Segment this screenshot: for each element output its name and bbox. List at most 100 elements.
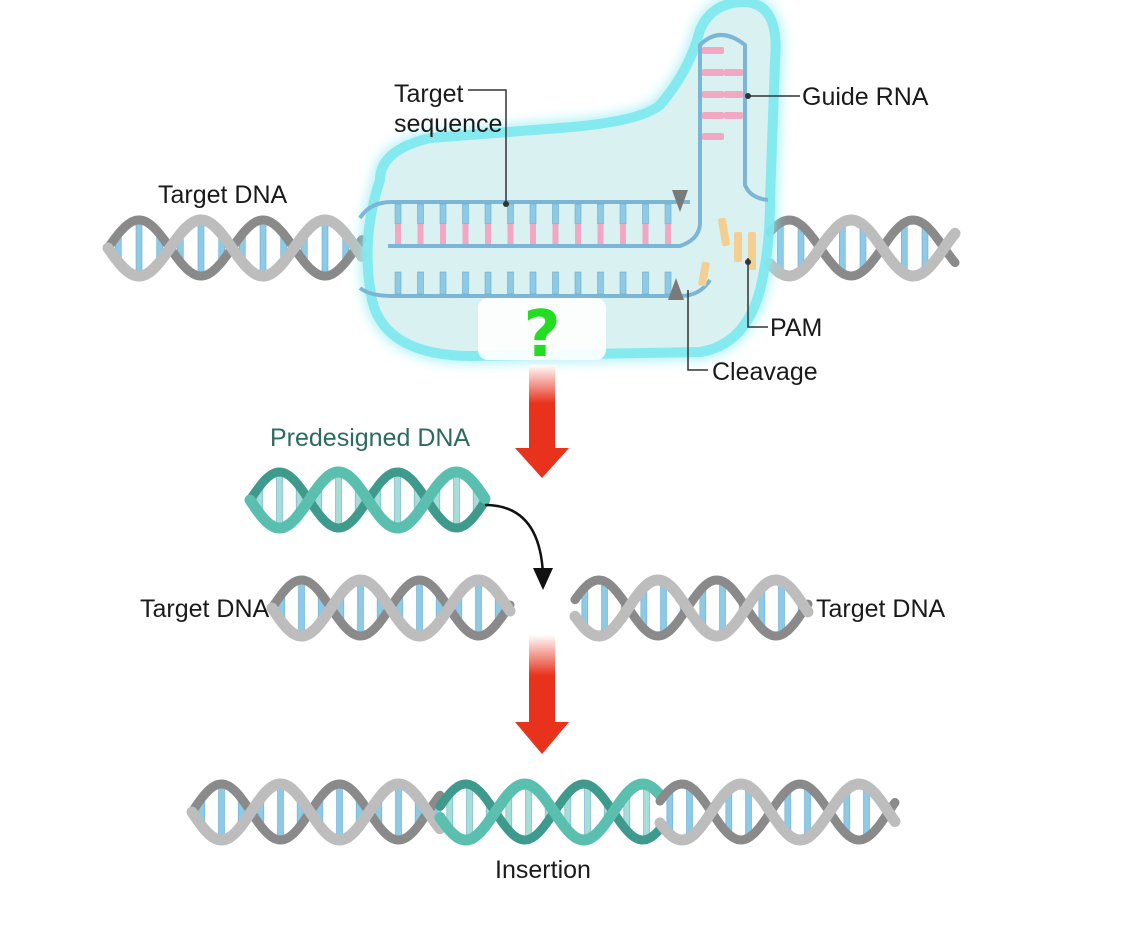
lower-base	[462, 271, 469, 295]
dna-strand-front	[186, 778, 446, 846]
lower-base	[574, 271, 582, 295]
dna-base-pair	[643, 784, 650, 840]
dna-strand-back	[570, 575, 813, 641]
rna-base	[395, 224, 401, 244]
target-base	[439, 203, 447, 225]
leader-lines	[468, 89, 800, 371]
dna-strand-back	[435, 779, 665, 845]
cleavage-markers	[668, 190, 688, 300]
hairpin-base-left	[702, 47, 724, 54]
lower-base	[552, 271, 559, 295]
dna-base-pair	[416, 579, 423, 637]
target-base	[484, 203, 492, 225]
label-target-sequence-2: sequence	[394, 110, 502, 138]
lower-base	[439, 271, 447, 295]
dna-base-pair	[466, 784, 473, 840]
dna-strand-front	[102, 214, 368, 282]
dna-base-pair	[475, 579, 482, 637]
label-pam: PAM	[770, 314, 822, 342]
rna-base	[620, 224, 626, 244]
rna-base	[552, 224, 559, 244]
dna-base-pair	[395, 783, 402, 841]
label-guide-rna: Guide RNA	[802, 83, 929, 111]
rna-base	[485, 224, 491, 244]
target-dna-cut-right	[569, 574, 814, 642]
rna-base	[507, 224, 514, 244]
label-cleavage: Cleavage	[712, 358, 818, 386]
rna-strand	[388, 224, 702, 248]
rna-base	[462, 224, 469, 244]
dna-base-pair	[298, 579, 305, 637]
target-base	[529, 203, 537, 225]
lower-base	[529, 271, 537, 295]
dna-strand-front	[434, 778, 666, 846]
target-strand-lower	[358, 278, 712, 298]
rna-base	[665, 224, 671, 244]
insertion-curve-arrowhead	[533, 568, 553, 590]
label-target-dna-top: Target DNA	[158, 181, 288, 209]
dna-base-pair	[660, 580, 667, 636]
dna-base-pair	[394, 471, 401, 529]
rna-base	[440, 224, 446, 244]
target-dna-helix-top-left	[102, 214, 368, 282]
hairpin-base-right	[724, 91, 743, 98]
pam-bases	[698, 217, 756, 287]
dna-base-pair	[218, 783, 225, 841]
lower-base	[619, 271, 627, 295]
label-insertion: Insertion	[495, 856, 591, 884]
target-base	[597, 203, 604, 225]
guide-rna-bases	[702, 47, 743, 140]
target-sequence-bases	[394, 203, 672, 244]
predesigned-dna-helix	[244, 466, 491, 534]
hairpin-base-left	[702, 91, 724, 98]
target-base	[394, 203, 402, 225]
label-target-dna-right: Target DNA	[816, 595, 946, 623]
dna-base-pair	[135, 219, 143, 277]
rna-base	[530, 224, 536, 244]
dna-strand-back	[187, 779, 445, 845]
rna-base	[417, 224, 424, 244]
dna-strand-front	[764, 214, 961, 282]
label-target-dna-left: Target DNA	[140, 595, 270, 623]
dna-base-pair	[778, 580, 785, 636]
hairpin-base-left	[702, 133, 724, 140]
process-arrow-2	[515, 635, 569, 754]
lower-base	[507, 271, 514, 295]
dna-strand-front	[654, 778, 901, 846]
target-dna-cut-left	[266, 574, 516, 642]
target-base	[619, 203, 627, 225]
dna-base-pair	[525, 784, 532, 840]
dna-base-pair	[357, 579, 364, 637]
dna-base-pair	[276, 471, 283, 529]
rna-base	[642, 224, 649, 244]
lower-base	[417, 271, 424, 295]
target-strand-upper	[358, 200, 690, 220]
hairpin-base-right	[724, 69, 743, 76]
cas9-complex: ?	[358, 0, 781, 372]
label-predesigned-dna: Predesigned DNA	[270, 424, 470, 452]
dna-strand-front	[569, 574, 814, 642]
target-dna-helix-top-right	[764, 214, 961, 282]
lower-base	[484, 271, 492, 295]
rna-base	[575, 224, 581, 244]
target-base	[462, 203, 469, 225]
hairpin-base-right	[724, 112, 743, 119]
lower-base	[394, 271, 402, 295]
dna-strand-front	[266, 574, 516, 642]
hairpin-base-left	[702, 69, 724, 76]
guide-rna-hairpin	[698, 33, 769, 225]
target-base	[574, 203, 582, 225]
lower-base	[642, 271, 649, 295]
unknown-enzyme-mark: ?	[523, 298, 560, 372]
insertion-curve-arrow	[484, 503, 545, 576]
target-base	[664, 203, 672, 225]
dna-base-pair	[453, 471, 460, 529]
dna-base-pair	[197, 219, 205, 277]
dna-strand-front	[244, 466, 491, 534]
target-base	[507, 203, 514, 225]
dna-base-pair	[601, 580, 608, 636]
lower-base	[597, 271, 604, 295]
rna-base	[597, 224, 604, 244]
unknown-enzyme-box	[478, 298, 606, 360]
